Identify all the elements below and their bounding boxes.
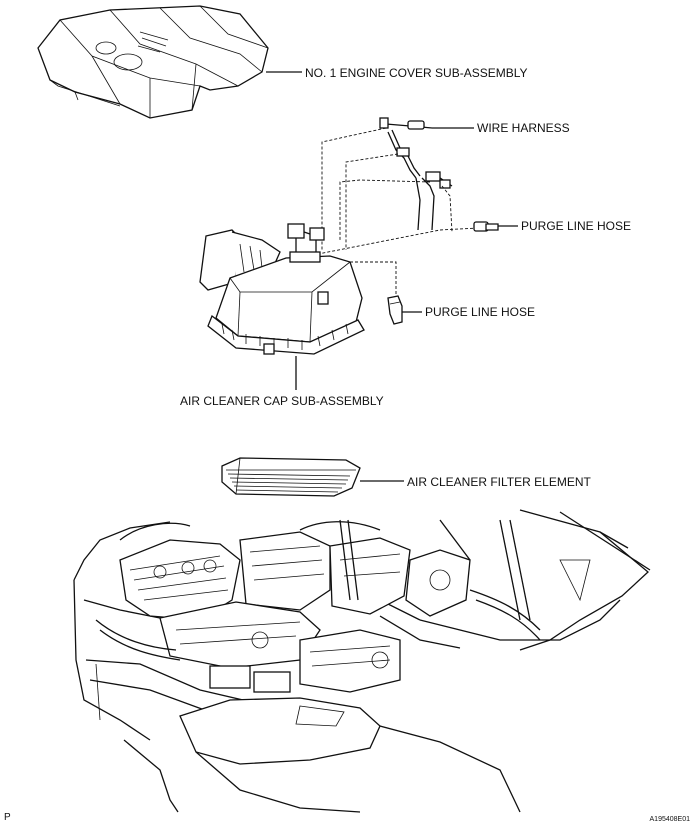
label-purge-line-hose-upper: PURGE LINE HOSE bbox=[521, 219, 631, 233]
purge-line-hose-lower-illustration bbox=[387, 295, 403, 325]
footer-left-mark: P bbox=[4, 812, 11, 823]
label-air-cleaner-cap: AIR CLEANER CAP SUB-ASSEMBLY bbox=[180, 394, 384, 408]
air-cleaner-filter-illustration bbox=[221, 457, 361, 497]
label-air-cleaner-filter: AIR CLEANER FILTER ELEMENT bbox=[407, 475, 591, 489]
label-engine-cover: NO. 1 ENGINE COVER SUB-ASSEMBLY bbox=[305, 66, 528, 80]
engine-bay-illustration bbox=[73, 509, 651, 813]
figure-code: A195408E01 bbox=[650, 816, 691, 823]
air-cleaner-cap-illustration bbox=[199, 223, 365, 355]
purge-line-hose-upper-illustration bbox=[473, 221, 499, 232]
wire-harness-illustration bbox=[379, 117, 453, 231]
engine-cover-illustration bbox=[37, 5, 269, 119]
label-wire-harness: WIRE HARNESS bbox=[477, 121, 570, 135]
label-purge-line-hose-lower: PURGE LINE HOSE bbox=[425, 305, 535, 319]
